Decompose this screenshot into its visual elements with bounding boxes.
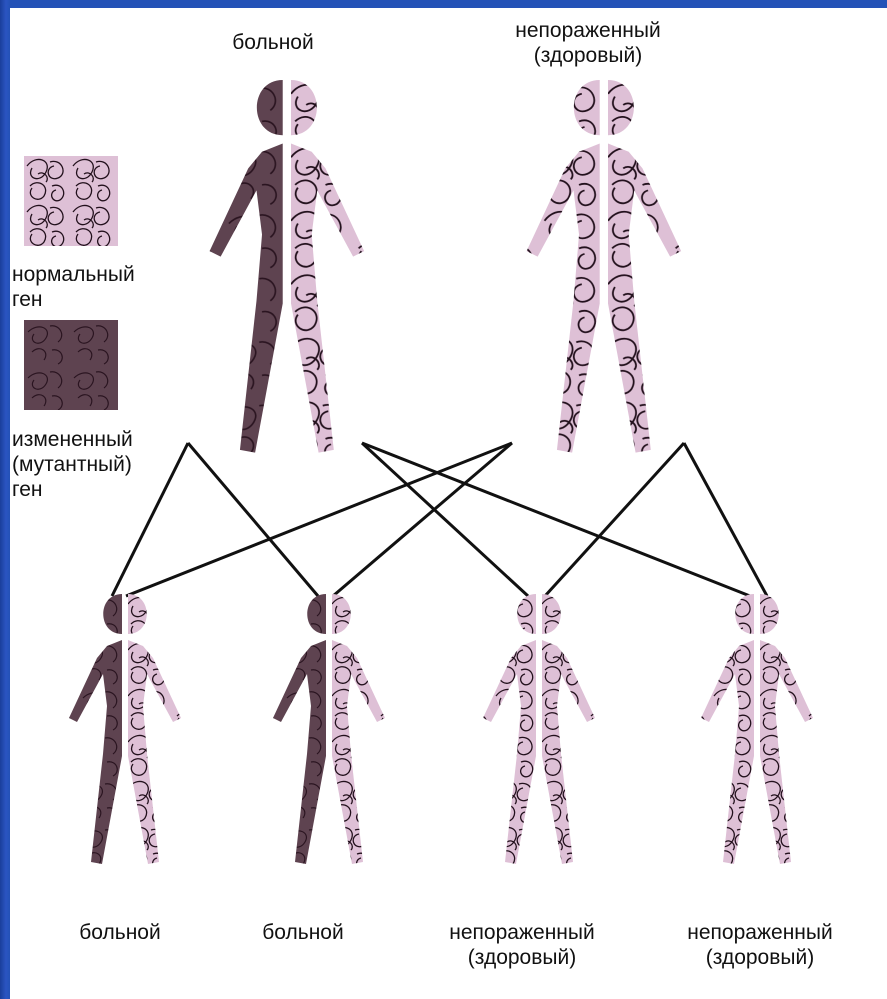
- parent-2-label: непораженный (здоровый): [488, 18, 688, 68]
- child-4-unaffected-figure: [701, 594, 813, 864]
- child-1-label: больной: [45, 920, 195, 945]
- parent-unaffected-figure: [527, 80, 682, 453]
- legend-normal-swatch: [24, 156, 118, 246]
- child-3-unaffected-figure: [483, 594, 595, 864]
- child-3-label: непораженный (здоровый): [412, 920, 632, 970]
- legend-mutant-label: измененный (мутантный) ген: [12, 427, 133, 502]
- legend-mutant-swatch: [24, 320, 118, 410]
- parent-affected-figure: [210, 80, 365, 453]
- child-2-label: больной: [228, 920, 378, 945]
- parent-1-label: больной: [198, 30, 348, 55]
- inheritance-lines: [112, 443, 767, 596]
- child-4-label: непораженный (здоровый): [650, 920, 870, 970]
- child-1-affected-figure: [69, 594, 181, 864]
- legend-normal-label: нормальный ген: [12, 262, 135, 312]
- child-2-affected-figure: [273, 594, 385, 864]
